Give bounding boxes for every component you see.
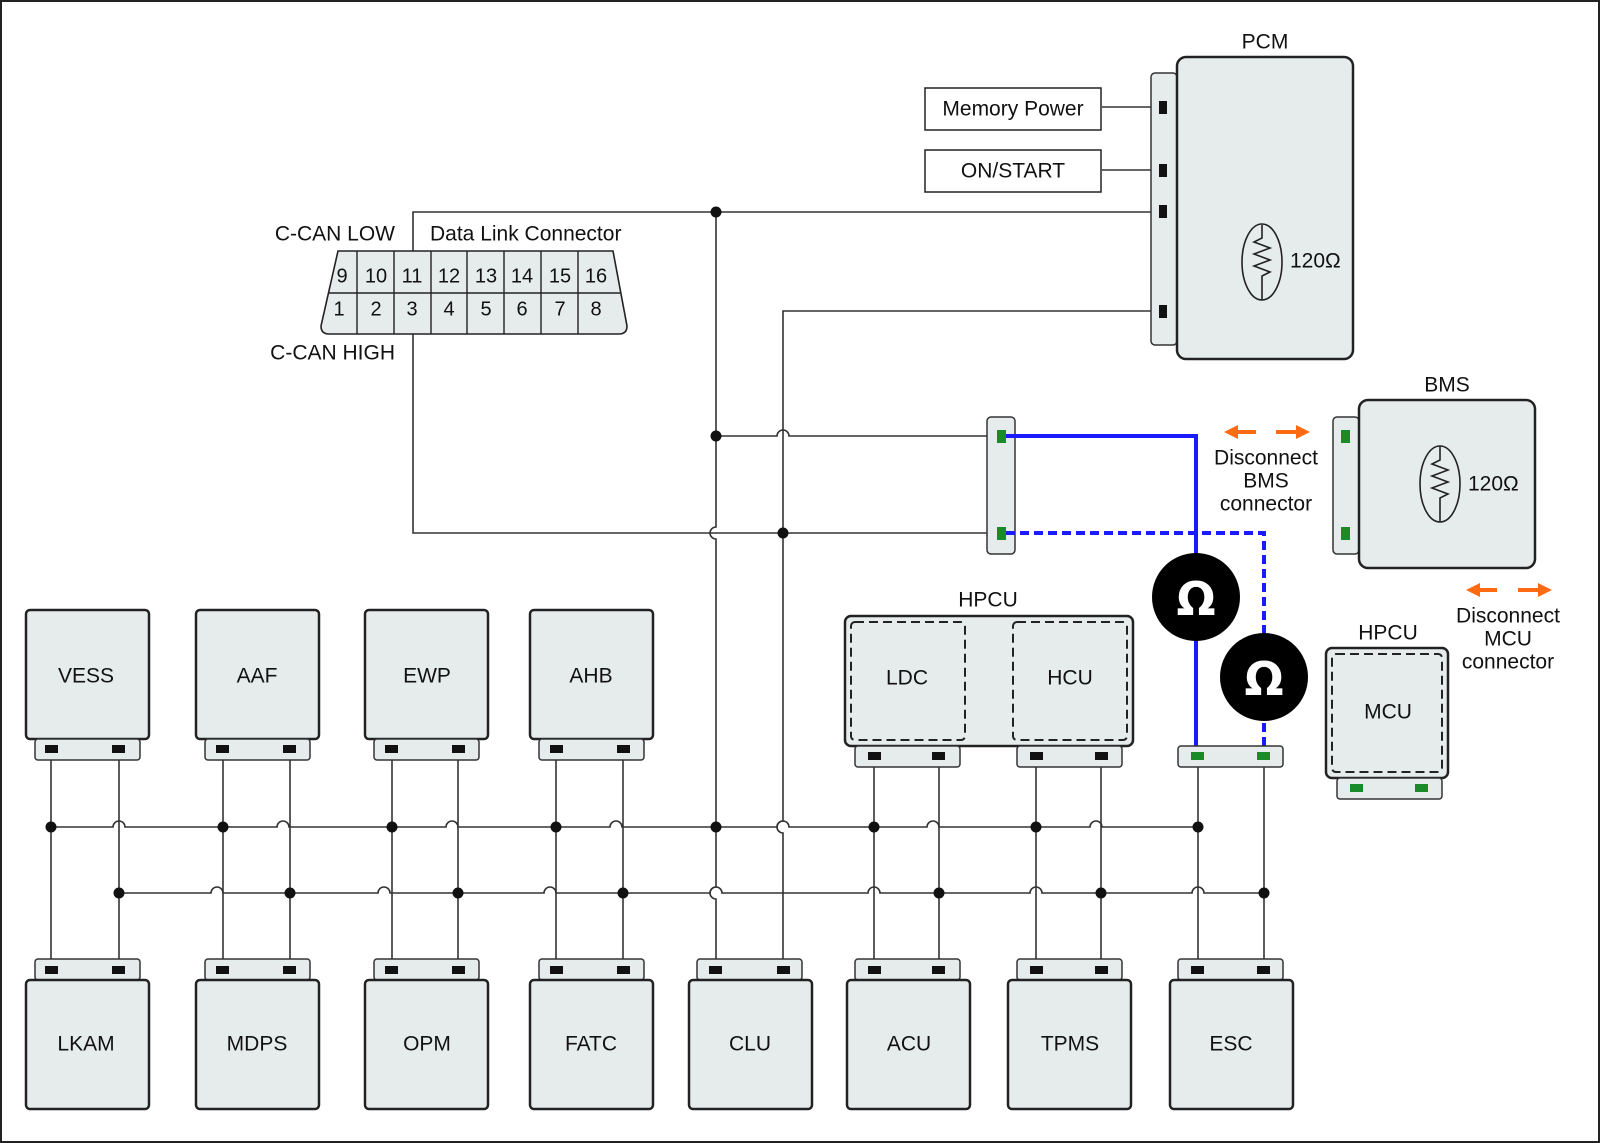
module-label: TPMS xyxy=(1041,1033,1099,1056)
module-mdps: MDPS xyxy=(194,958,321,1111)
module-label: LKAM xyxy=(57,1033,114,1056)
ohmmeter-symbol: Ω xyxy=(1176,572,1215,626)
hcu-label: HCU xyxy=(1047,667,1093,690)
module-label: FATC xyxy=(565,1033,617,1056)
wiring xyxy=(50,106,1441,970)
module-tpms: TPMS xyxy=(1006,958,1133,1111)
module-fatc: FATC xyxy=(528,958,655,1111)
module-label: ACU xyxy=(887,1033,931,1056)
memory-power-label: Memory Power xyxy=(942,98,1083,121)
memory-power-box xyxy=(924,87,1102,131)
bms-resistor-icon xyxy=(1419,445,1461,523)
c-can-high-label: C-CAN HIGH xyxy=(270,342,395,365)
module-label: OPM xyxy=(403,1033,451,1056)
dlc-pin: 10 xyxy=(365,265,387,287)
module-label: EWP xyxy=(403,665,451,688)
on-start-box xyxy=(924,149,1102,193)
esc-measure-connector xyxy=(1177,745,1284,768)
pcm-resistor-icon xyxy=(1241,223,1283,301)
disconnect-mcu-arrow-icon xyxy=(1466,583,1552,597)
disconnect-bms-text: BMS xyxy=(1243,470,1289,493)
data-link-connector: 9 10 11 12 13 14 15 16 1 2 3 4 5 6 7 8 xyxy=(320,250,628,335)
pcm-module: PCM 120Ω xyxy=(1150,31,1355,361)
module-label: AHB xyxy=(569,665,612,688)
disconnect-bms-text: Disconnect xyxy=(1214,447,1318,470)
hpcu-module xyxy=(843,614,1135,768)
dlc-pin: 12 xyxy=(438,265,460,287)
pcm-resistor-value: 120Ω xyxy=(1290,250,1341,273)
disconnect-mcu-text: Disconnect xyxy=(1456,605,1560,628)
dlc-pin: 11 xyxy=(402,265,423,287)
disconnect-mcu-text: MCU xyxy=(1484,628,1532,651)
module-aaf: AAF xyxy=(194,608,321,761)
disconnect-bms-text: connector xyxy=(1220,493,1312,516)
dlc-pin: 9 xyxy=(336,265,347,287)
mcu-label: MCU xyxy=(1364,701,1412,724)
hpcu-title: HPCU xyxy=(958,589,1018,612)
on-start-label: ON/START xyxy=(961,160,1065,183)
module-label: VESS xyxy=(58,665,114,688)
module-ewp: EWP xyxy=(363,608,490,761)
bms-resistor-value: 120Ω xyxy=(1468,473,1519,496)
dlc-pin: 3 xyxy=(406,298,417,320)
c-can-low-label: C-CAN LOW xyxy=(275,223,395,246)
module-label: ESC xyxy=(1209,1033,1252,1056)
dlc-pin: 5 xyxy=(480,298,491,320)
module-label: MDPS xyxy=(227,1033,288,1056)
ldc-label: LDC xyxy=(886,667,928,690)
module-lkam: LKAM xyxy=(24,958,151,1111)
pcm-title: PCM xyxy=(1242,31,1289,54)
disconnect-bms-arrow-icon xyxy=(1224,425,1310,439)
dlc-pin: 6 xyxy=(516,298,527,320)
hpcu-mcu-title: HPCU xyxy=(1358,622,1418,645)
dlc-pin: 2 xyxy=(370,298,381,320)
dlc-pin: 15 xyxy=(549,265,571,287)
dlc-pin: 13 xyxy=(475,265,497,287)
dlc-pin: 14 xyxy=(511,265,533,287)
ohmmeter-symbol: Ω xyxy=(1244,652,1283,706)
module-ahb: AHB xyxy=(528,608,655,761)
disconnect-mcu-text: connector xyxy=(1462,651,1554,674)
dlc-pin: 7 xyxy=(554,298,565,320)
dlc-pin: 16 xyxy=(585,265,607,287)
module-label: AAF xyxy=(237,665,278,688)
bms-module xyxy=(1332,398,1537,570)
hpcu-mcu-module xyxy=(1324,646,1450,800)
dlc-pin: 1 xyxy=(333,298,344,320)
module-opm: OPM xyxy=(363,958,490,1111)
bms-title: BMS xyxy=(1424,374,1470,397)
middle-connector xyxy=(986,416,1016,555)
dlc-title: Data Link Connector xyxy=(430,223,621,246)
module-acu: ACU xyxy=(845,958,972,1111)
module-label: CLU xyxy=(729,1033,771,1056)
junction-dots xyxy=(45,206,1270,899)
ohmmeter-icon: Ω xyxy=(1220,633,1308,721)
dlc-pin: 4 xyxy=(443,298,454,320)
module-vess: VESS xyxy=(24,608,151,761)
dlc-pin: 8 xyxy=(590,298,601,320)
module-clu: CLU xyxy=(687,958,814,1111)
module-esc: ESC xyxy=(1168,958,1295,1111)
ohmmeter-icon: Ω xyxy=(1152,553,1240,641)
